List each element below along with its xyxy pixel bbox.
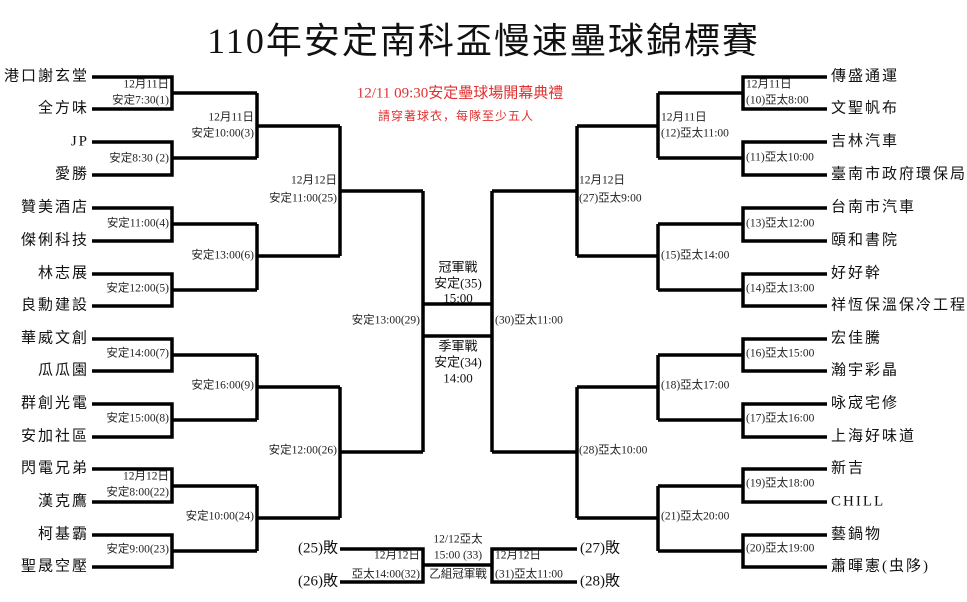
loser-25: (25)敗 (298, 540, 338, 557)
dress-code-notice: 請穿著球衣，每隊至少五人 (377, 109, 535, 123)
team-right-13: 新吉 (831, 460, 866, 477)
team-left-14: 漢克鷹 (37, 493, 89, 510)
match-1-label: 安定7:30(1) (112, 94, 169, 107)
team-left-5: 贊美酒店 (20, 199, 89, 216)
team-right-14: CHILL (831, 493, 886, 510)
team-left-13: 閃電兄弟 (20, 460, 89, 477)
match-21-label: (21)亞太20:00 (661, 510, 730, 523)
team-left-6: 傑俐科技 (20, 232, 89, 249)
match-33-time: 15:00 (33) (433, 549, 483, 562)
third-place-time: 14:00 (443, 370, 473, 386)
match-2-label: 安定8:30 (2) (109, 152, 169, 165)
match-6-label: 安定13:00(6) (191, 249, 254, 262)
match-8-label: 安定15:00(8) (106, 412, 169, 425)
third-place-venue: 安定(34) (434, 354, 482, 370)
loser-28: (28)敗 (580, 573, 620, 590)
match-13-label: (13)亞太12:00 (746, 217, 815, 230)
match-25-label: 安定11:00(25) (269, 192, 337, 205)
match-18-label: (18)亞太17:00 (661, 379, 730, 392)
match-3-date: 12月11日 (208, 111, 254, 124)
match-32-date: 12月12日 (374, 549, 420, 562)
team-right-15: 藝鍋物 (831, 526, 883, 543)
match-33-title: 乙組冠軍戰 (429, 568, 487, 581)
team-right-2: 文聖帆布 (831, 100, 900, 117)
match-22-label: 安定8:00(22) (106, 486, 169, 499)
team-right-7: 好好幹 (831, 265, 883, 282)
match-26-label: 安定12:00(26) (268, 444, 337, 457)
team-left-12: 安加社區 (20, 428, 89, 445)
team-right-16: 蕭暉憲(虫陊) (831, 558, 930, 575)
match-9-label: 安定16:00(9) (191, 379, 254, 392)
team-left-7: 林志展 (37, 265, 89, 282)
team-right-11: 咏宬宅修 (831, 395, 900, 412)
team-right-5: 台南市汽車 (831, 199, 917, 216)
team-left-15: 柯基霸 (37, 526, 89, 543)
match-10-label: (10)亞太8:00 (746, 94, 809, 107)
match-19-label: (19)亞太18:00 (746, 477, 815, 490)
match-30-label: (30)亞太11:00 (495, 314, 563, 327)
match-3-label: 安定10:00(3) (191, 127, 254, 140)
match-16-label: (16)亞太15:00 (746, 347, 815, 360)
match-20-label: (20)亞太19:00 (746, 542, 815, 555)
match-31-label: (31)亞太11:00 (495, 568, 563, 581)
match-1-date: 12月11日 (123, 78, 169, 91)
team-left-3: JP (70, 133, 89, 150)
team-right-12: 上海好味道 (831, 428, 917, 445)
match-12-date: 12月11日 (661, 111, 707, 124)
team-left-8: 良勳建設 (20, 297, 89, 314)
match-27-label: (27)亞太9:00 (579, 192, 642, 205)
team-right-9: 宏佳騰 (831, 330, 883, 347)
team-left-1: 港口謝玄堂 (3, 68, 89, 85)
match-11-label: (11)亞太10:00 (746, 151, 814, 164)
team-left-11: 群創光電 (20, 395, 89, 412)
loser-27: (27)敗 (580, 540, 620, 557)
team-left-9: 華威文創 (20, 330, 89, 347)
opening-ceremony-notice: 12/11 09:30安定壘球場開幕典禮 (356, 85, 564, 102)
match-4-label: 安定11:00(4) (106, 217, 169, 230)
match-22-date: 12月12日 (123, 470, 169, 483)
match-24-label: 安定10:00(24) (185, 510, 254, 523)
match-23-label: 安定9:00(23) (106, 543, 169, 556)
match-15-label: (15)亞太14:00 (661, 249, 730, 262)
match-29-label: 安定13:00(29) (351, 314, 420, 327)
final-time: 15:00 (443, 290, 473, 306)
team-left-4: 愛勝 (54, 166, 89, 183)
team-right-6: 頤和書院 (831, 232, 900, 249)
final-title: 冠軍戰 (438, 259, 478, 275)
match-27-date: 12月12日 (579, 174, 625, 187)
match-14-label: (14)亞太13:00 (746, 282, 815, 295)
team-right-1: 傳盛通運 (831, 68, 900, 85)
page-title: 110年安定南科盃慢速壘球錦標賽 (207, 21, 760, 61)
team-right-10: 瀚宇彩晶 (831, 362, 900, 379)
match-25-date: 12月12日 (291, 174, 337, 187)
team-left-16: 聖晟空壓 (20, 558, 89, 575)
match-33-date: 12/12亞太 (433, 533, 483, 546)
match-32-label: 亞太14:00(32) (351, 568, 420, 581)
match-31-date: 12月12日 (495, 549, 541, 562)
team-right-3: 吉林汽車 (831, 133, 900, 150)
match-5-label: 安定12:00(5) (106, 282, 169, 295)
match-12-label: (12)亞太11:00 (661, 127, 729, 140)
third-place-title: 季軍戰 (438, 338, 478, 354)
match-7-label: 安定14:00(7) (106, 347, 169, 360)
match-10-date: 12月11日 (746, 78, 792, 91)
team-right-4: 臺南市政府環保局 (831, 166, 967, 183)
loser-26: (26)敗 (298, 573, 338, 590)
final-venue: 安定(35) (434, 275, 482, 291)
team-right-8: 祥恆保溫保冷工程 (831, 297, 967, 314)
team-left-10: 瓜瓜園 (37, 362, 89, 379)
team-left-2: 全方味 (37, 100, 89, 117)
match-28-label: (28)亞太10:00 (579, 444, 648, 457)
match-17-label: (17)亞太16:00 (746, 412, 815, 425)
